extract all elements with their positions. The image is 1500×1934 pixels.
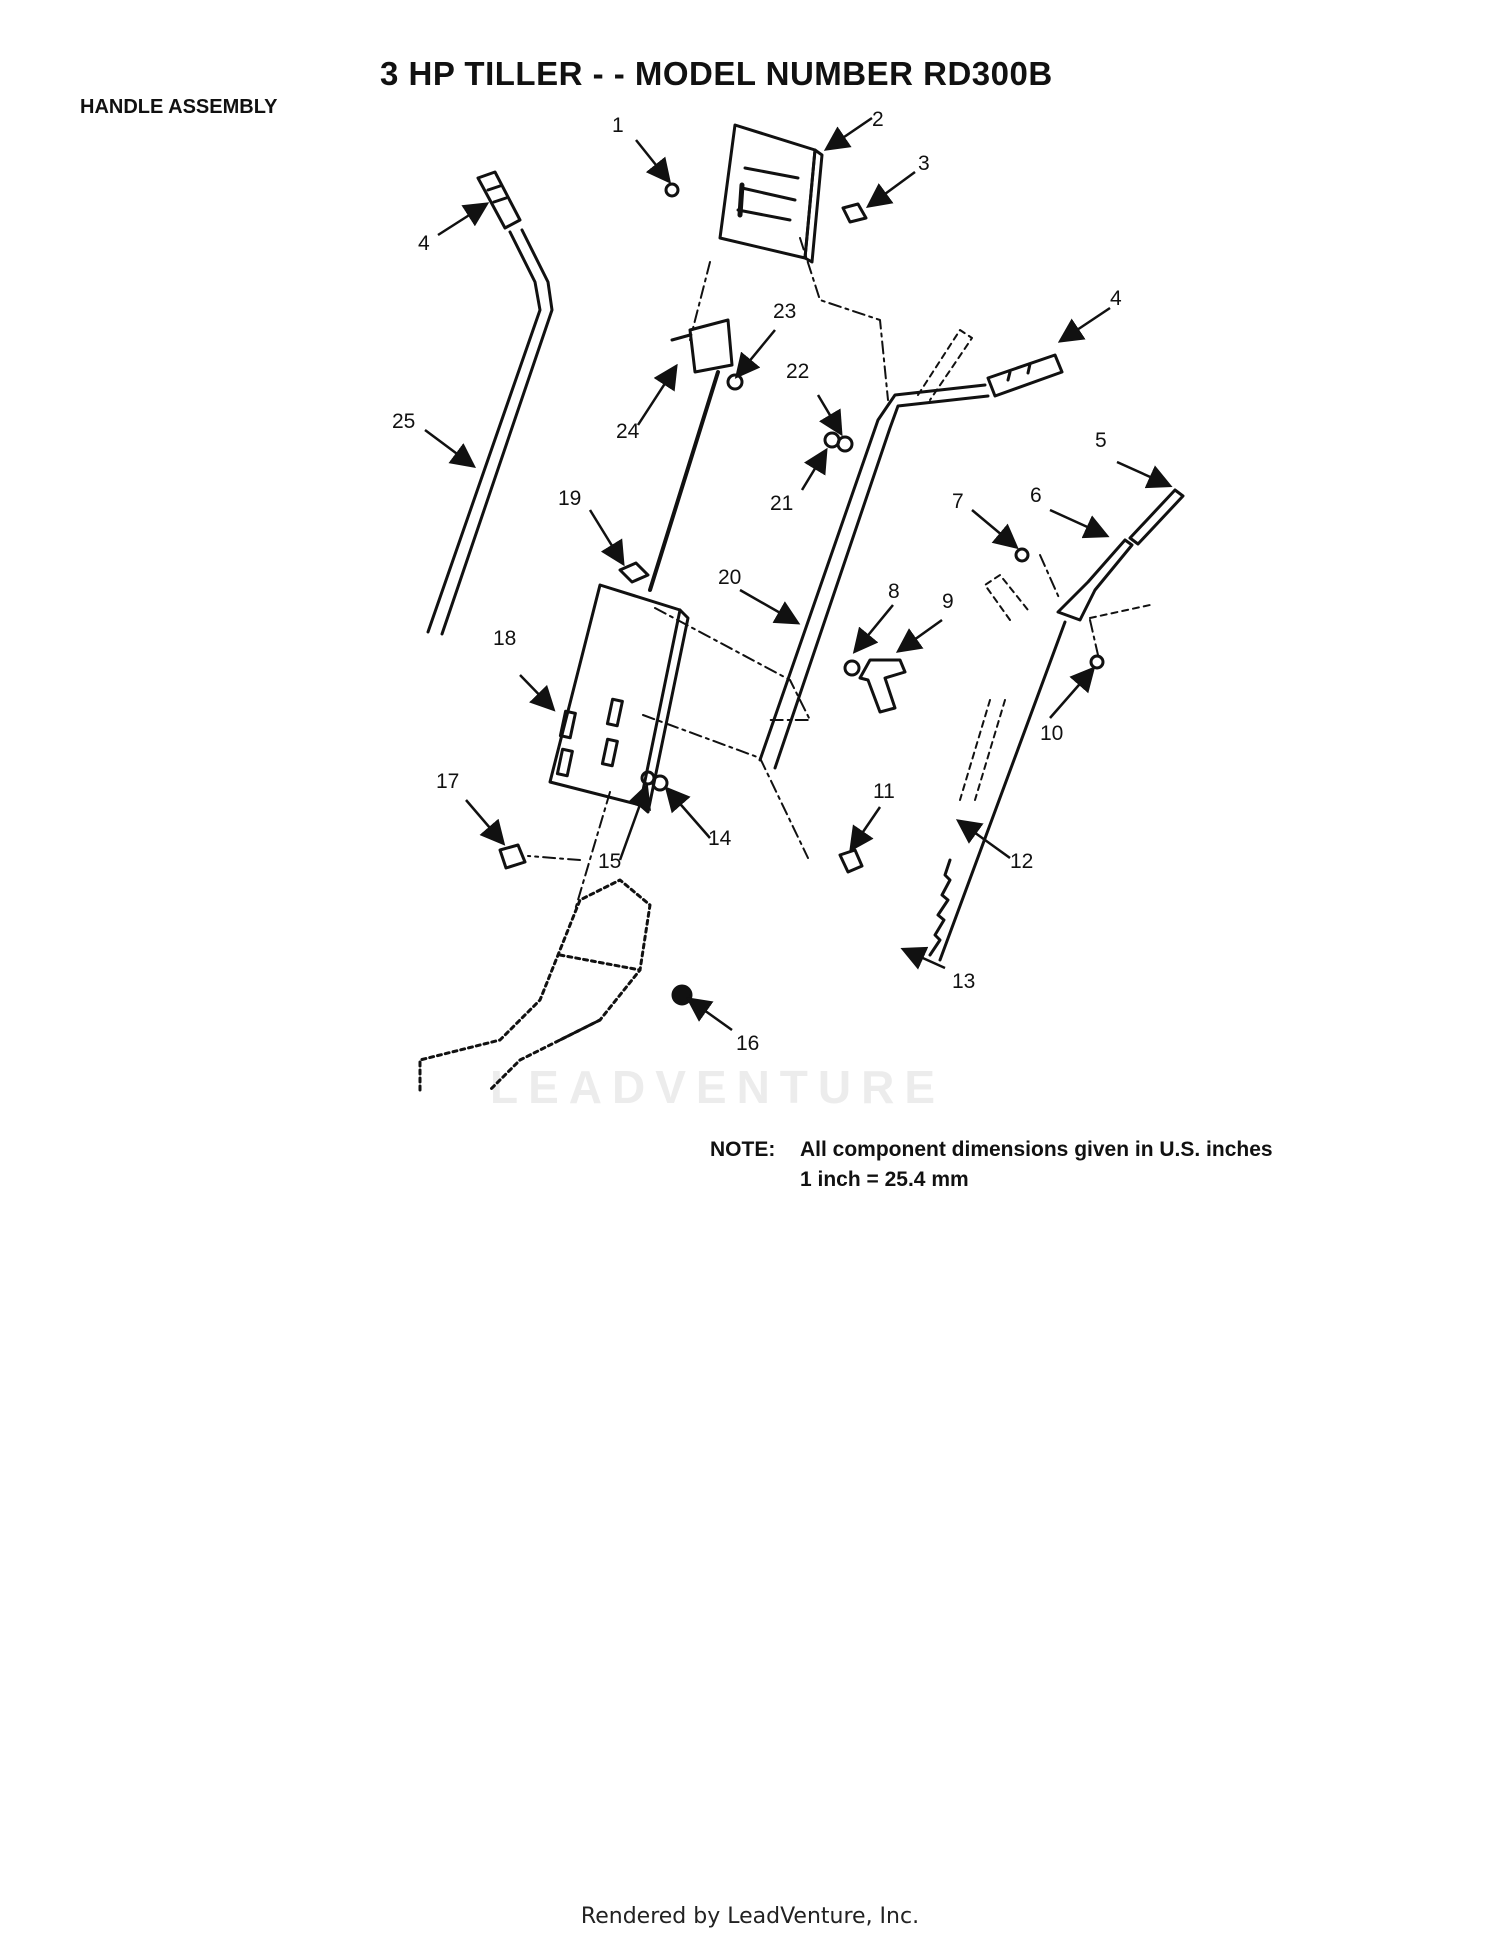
callout-4-right: 4 [1110, 287, 1122, 310]
note-line-1: All component dimensions given in U.S. i… [800, 1138, 1273, 1161]
note-label: NOTE: [710, 1138, 776, 1161]
control-rod [938, 620, 1067, 962]
note-line-2: 1 inch = 25.4 mm [800, 1168, 969, 1191]
callout-14: 14 [708, 827, 732, 850]
callout-13: 13 [952, 970, 975, 993]
callout-12: 12 [1010, 850, 1033, 873]
throttle-cable [648, 370, 720, 592]
callout-21: 21 [770, 492, 793, 515]
callout-1: 1 [612, 114, 624, 137]
callout-25: 25 [392, 410, 415, 433]
callout-9: 9 [942, 590, 954, 613]
bolt-11 [838, 848, 864, 874]
callout-17: 17 [436, 770, 459, 793]
rod-spring [928, 858, 952, 957]
nut-7 [1014, 547, 1030, 563]
callout-5: 5 [1095, 429, 1107, 452]
footer-credit: Rendered by LeadVenture, Inc. [580, 1904, 920, 1929]
callout-8: 8 [888, 580, 900, 603]
nut-23 [726, 373, 744, 391]
section-title: HANDLE ASSEMBLY [80, 96, 278, 118]
callout-11: 11 [873, 780, 895, 803]
callout-7: 7 [952, 490, 964, 513]
bolt-17 [498, 843, 527, 870]
right-handle-tube [758, 383, 987, 762]
clutch-lever [1056, 538, 1134, 622]
callout-23: 23 [773, 300, 796, 323]
nut-15 [640, 770, 656, 786]
nut-21 [823, 431, 841, 449]
bolt-19 [618, 561, 650, 584]
callout-18: 18 [493, 627, 516, 650]
callout-16: 16 [736, 1032, 759, 1055]
nut-1 [664, 182, 680, 198]
callout-4-left: 4 [418, 232, 430, 255]
nut-10 [1089, 654, 1105, 670]
bolt-3 [841, 202, 868, 224]
watermark-text: LEADVENTURE [490, 1061, 946, 1113]
callout-24: 24 [616, 420, 640, 443]
nut-16 [671, 984, 693, 1006]
callout-19: 19 [558, 487, 581, 510]
lever-grip [1128, 488, 1185, 546]
tiller-frame [418, 878, 652, 1092]
callout-10: 10 [1040, 722, 1063, 745]
callout-3: 3 [918, 152, 930, 175]
throttle-control [688, 318, 734, 374]
adjustment-knob [858, 658, 907, 714]
callout-6: 6 [1030, 484, 1042, 507]
right-handle-grip [986, 353, 1064, 398]
callout-20: 20 [718, 566, 741, 589]
callout-22: 22 [786, 360, 809, 383]
left-handle-tube [426, 230, 542, 634]
knob-washer [843, 659, 861, 677]
callout-2: 2 [872, 108, 884, 131]
diagram-title: 3 HP TILLER - - MODEL NUMBER RD300B [380, 55, 1053, 92]
callout-15: 15 [598, 850, 621, 873]
dimension-note: NOTE: All component dimensions given in U… [710, 1135, 1273, 1195]
left-handle-grip [476, 170, 522, 230]
